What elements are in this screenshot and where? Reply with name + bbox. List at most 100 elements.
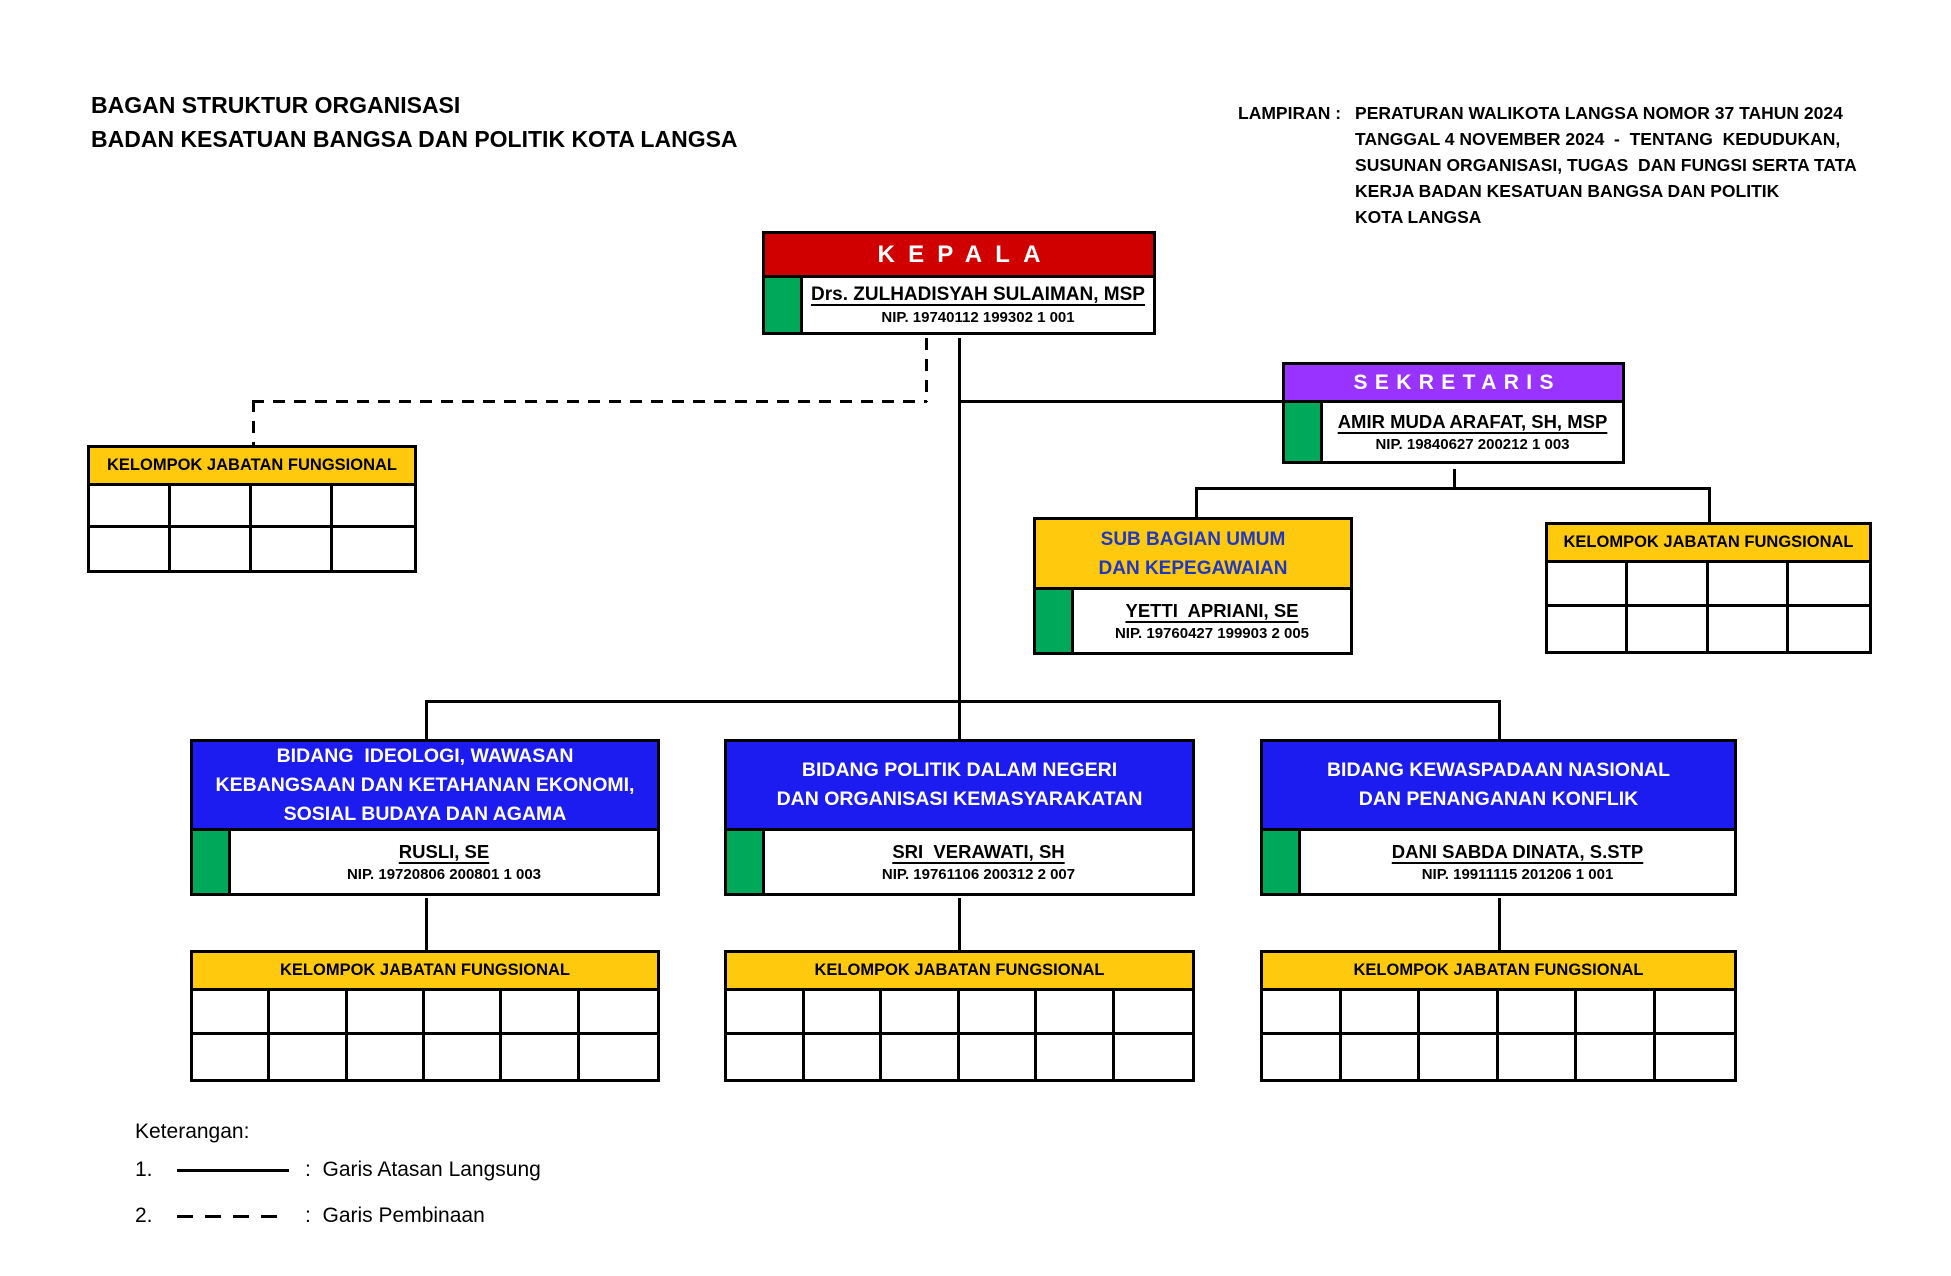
connector-pembinaan-vertical-from-kepala	[925, 338, 928, 402]
kelompok-bidang1: KELOMPOK JABATAN FUNGSIONAL	[190, 950, 660, 1082]
grid-cell	[804, 991, 882, 1035]
grid-cell	[1789, 607, 1869, 651]
legend-item-label: : Garis Atasan Langsung	[305, 1158, 541, 1181]
grid-cell	[1548, 607, 1629, 651]
kelompok-left-grid	[90, 486, 414, 570]
legend-item-atasan-langsung: 1. : Garis Atasan Langsung	[135, 1158, 541, 1182]
grid-cell	[882, 991, 960, 1035]
bidang-ideologi-name: RUSLI, SE	[398, 841, 490, 862]
grid-cell	[1709, 607, 1789, 651]
grid-cell	[1114, 991, 1192, 1035]
grid-cell	[1420, 1035, 1499, 1079]
grid-cell	[270, 1035, 348, 1079]
grid-cell	[347, 991, 425, 1035]
grid-cell	[959, 991, 1037, 1035]
subbag-title-line: DAN KEPEGAWAIAN	[1098, 557, 1288, 579]
subbag-nip: NIP. 19760427 199903 2 005	[1114, 625, 1310, 642]
kelompok-bidang3: KELOMPOK JABATAN FUNGSIONAL	[1260, 950, 1737, 1082]
node-bidang-ideologi: BIDANG IDEOLOGI, WAWASAN KEBANGSAAN DAN …	[190, 739, 660, 896]
legend-item-number: 2.	[135, 1204, 153, 1227]
connector-sekretaris-children	[1195, 487, 1710, 490]
bidang-politik-name: SRI VERAWATI, SH	[892, 841, 1065, 862]
node-bidang-politik: BIDANG POLITIK DALAM NEGERI DAN ORGANISA…	[724, 739, 1195, 896]
page-title-line2: BADAN KESATUAN BANGSA DAN POLITIK KOTA L…	[91, 126, 738, 152]
bidang-kewaspadaan-nip: NIP. 19911115 201206 1 001	[1421, 866, 1614, 883]
grid-cell	[333, 486, 414, 528]
bidang-politik-title-line: BIDANG POLITIK DALAM NEGERI	[801, 759, 1118, 781]
connector-drop-bidang3	[1498, 700, 1501, 739]
bidang-kewaspadaan-title-line: DAN PENANGANAN KONFLIK	[1358, 788, 1639, 810]
grid-cell	[425, 991, 503, 1035]
grid-cell	[171, 486, 252, 528]
bidang-ideologi-title: BIDANG IDEOLOGI, WAWASAN KEBANGSAAN DAN …	[193, 742, 657, 831]
connector-sekretaris-drop	[1453, 469, 1456, 489]
subbag-title-line: SUB BAGIAN UMUM	[1100, 528, 1286, 550]
grid-cell	[1342, 1035, 1420, 1079]
grid-cell	[502, 991, 580, 1035]
connector-bidang1-kelompok	[425, 898, 428, 950]
dashed-line-sample	[177, 1214, 289, 1218]
bidang-kewaspadaan-green-box	[1263, 831, 1301, 893]
lampiran-line: PERATURAN WALIKOTA LANGSA NOMOR 37 TAHUN…	[1355, 103, 1843, 123]
grid-cell	[1577, 1035, 1656, 1079]
legend-item-number: 1.	[135, 1158, 153, 1181]
lampiran-text: PERATURAN WALIKOTA LANGSA NOMOR 37 TAHUN…	[1355, 100, 1857, 230]
grid-cell	[579, 991, 657, 1035]
kelompok-left-header: KELOMPOK JABATAN FUNGSIONAL	[90, 448, 414, 486]
bidang-ideologi-title-line: SOSIAL BUDAYA DAN AGAMA	[283, 802, 567, 825]
lampiran-block: LAMPIRAN : PERATURAN WALIKOTA LANGSA NOM…	[1238, 100, 1857, 230]
lampiran-line: KOTA LANGSA	[1355, 207, 1482, 227]
grid-cell	[882, 1035, 960, 1079]
grid-cell	[425, 1035, 503, 1079]
lampiran-line: SUSUNAN ORGANISASI, TUGAS DAN FUNGSI SER…	[1355, 155, 1857, 175]
kelompok-right-header: KELOMPOK JABATAN FUNGSIONAL	[1548, 525, 1869, 563]
kelompok-bidang2-header: KELOMPOK JABATAN FUNGSIONAL	[727, 953, 1192, 991]
bidang-ideologi-nip: NIP. 19720806 200801 1 003	[346, 866, 542, 883]
grid-cell	[1037, 1035, 1115, 1079]
connector-kepala-sekretaris	[958, 400, 1282, 403]
bidang-ideologi-title-line: BIDANG IDEOLOGI, WAWASAN	[276, 744, 574, 767]
grid-cell	[1655, 991, 1734, 1035]
legend-item-label: : Garis Pembinaan	[305, 1204, 485, 1227]
connector-drop-kelompok-right	[1708, 487, 1711, 522]
grid-cell	[1341, 991, 1420, 1035]
bidang-kewaspadaan-title: BIDANG KEWASPADAAN NASIONAL DAN PENANGAN…	[1263, 742, 1734, 831]
kelompok-right: KELOMPOK JABATAN FUNGSIONAL	[1545, 522, 1872, 654]
grid-cell	[193, 991, 271, 1035]
bidang-ideologi-green-box	[193, 831, 231, 893]
connector-bidang2-kelompok	[958, 898, 961, 950]
subbag-name: YETTI APRIANI, SE	[1125, 600, 1299, 621]
connector-bidang3-kelompok	[1498, 898, 1501, 950]
lampiran-line: TANGGAL 4 NOVEMBER 2024 - TENTANG KEDUDU…	[1355, 129, 1841, 149]
sekretaris-green-box	[1285, 403, 1323, 461]
connector-drop-subbag	[1195, 487, 1198, 517]
kepala-green-box	[765, 278, 803, 332]
grid-cell	[1420, 991, 1499, 1035]
kepala-title: KEPALA	[765, 234, 1153, 278]
grid-cell	[502, 1035, 580, 1079]
bidang-ideologi-title-line: KEBANGSAAN DAN KETAHANAN EKONOMI,	[215, 773, 635, 796]
node-kepala: KEPALA Drs. ZULHADISYAH SULAIMAN, MSP NI…	[762, 231, 1156, 335]
legend: Keterangan: 1. : Garis Atasan Langsung 2…	[135, 1120, 541, 1250]
sekretaris-title: SEKRETARIS	[1285, 365, 1622, 403]
sekretaris-nip: NIP. 19840627 200212 1 003	[1375, 436, 1570, 453]
kepala-name: Drs. ZULHADISYAH SULAIMAN, MSP	[811, 284, 1145, 305]
lampiran-line: KERJA BADAN KESATUAN BANGSA DAN POLITIK	[1355, 181, 1780, 201]
connector-bidang-horizontal	[425, 700, 1501, 703]
grid-cell	[90, 486, 171, 528]
grid-cell	[727, 991, 805, 1035]
grid-cell	[1788, 563, 1869, 607]
kelompok-bidang2-grid	[727, 991, 1192, 1079]
grid-cell	[1499, 1035, 1577, 1079]
kelompok-left: KELOMPOK JABATAN FUNGSIONAL	[87, 445, 417, 573]
subbag-green-box	[1036, 590, 1074, 652]
kepala-nip: NIP. 19740112 199302 1 001	[881, 309, 1075, 326]
grid-cell	[1656, 1035, 1735, 1079]
grid-cell	[1628, 607, 1709, 651]
solid-line-sample	[177, 1168, 289, 1172]
node-bidang-kewaspadaan: BIDANG KEWASPADAAN NASIONAL DAN PENANGAN…	[1260, 739, 1737, 896]
legend-heading: Keterangan:	[135, 1120, 250, 1143]
kelompok-right-grid	[1548, 563, 1869, 651]
